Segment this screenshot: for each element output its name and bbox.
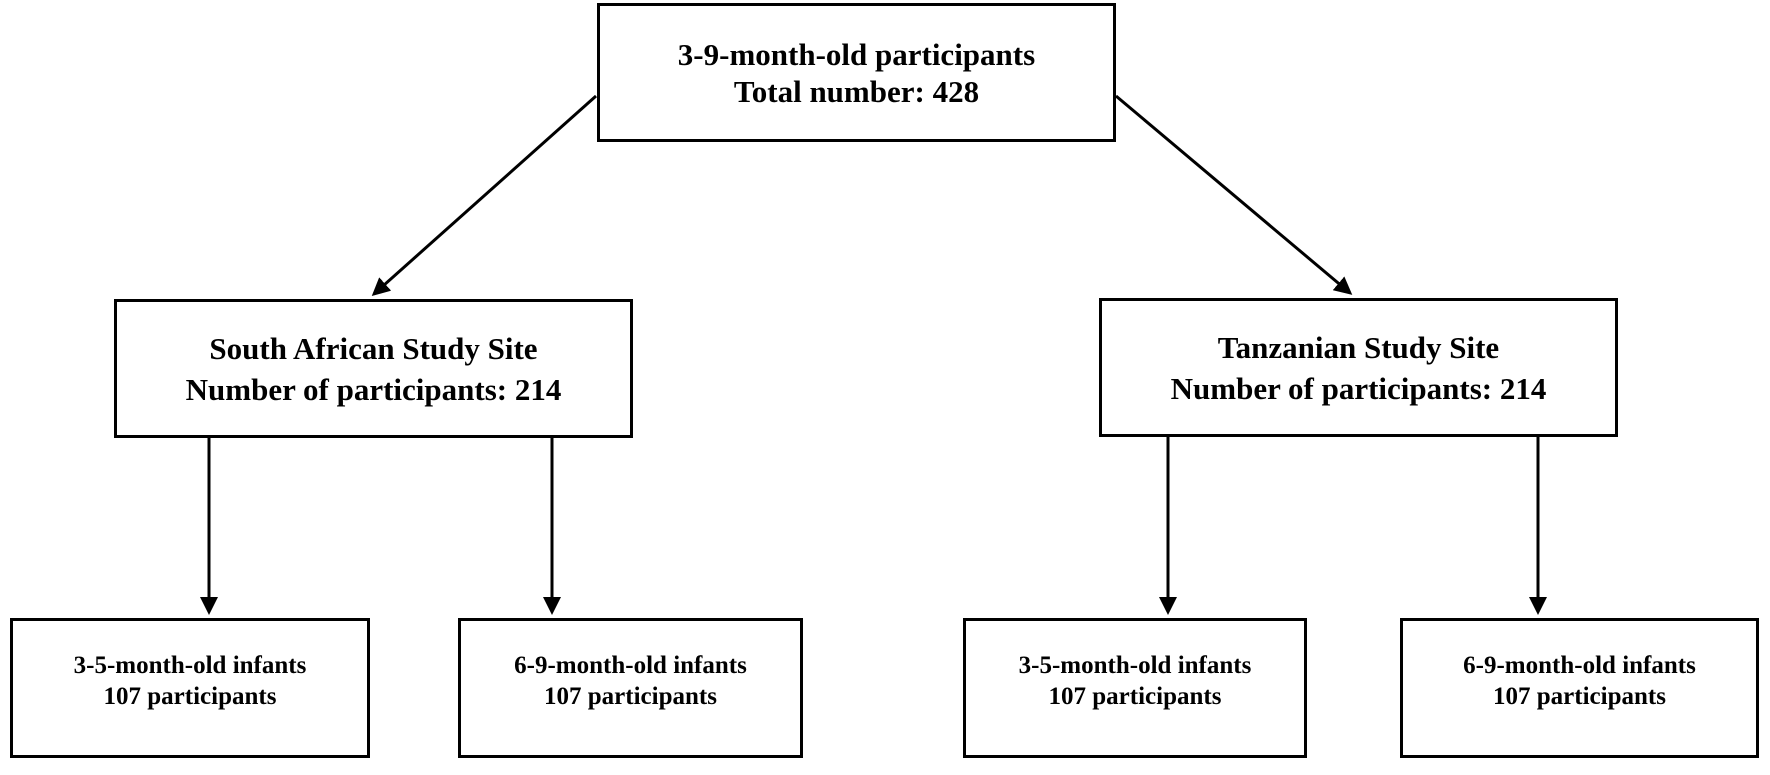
tanzanian-site-count: Number of participants: 214 [1170,370,1547,406]
tz-6-9-month-count: 107 participants [1493,683,1666,710]
root-total: Total number: 428 [733,73,980,109]
sa-3-5-month-label: 3-5-month-old infants [73,652,307,679]
sa-6-9-month-count: 107 participants [544,683,717,710]
south-african-site-title: South African Study Site [209,330,538,366]
root-box: 3-9-month-old participants Total number:… [597,3,1116,142]
tz-6-9-month-box: 6-9-month-old infants 107 participants [1400,618,1759,758]
root-title: 3-9-month-old participants [677,36,1036,72]
sa-3-5-month-count: 107 participants [103,683,277,710]
sa-6-9-month-label: 6-9-month-old infants [514,652,747,679]
tanzanian-site-box: Tanzanian Study Site Number of participa… [1099,298,1618,437]
south-african-site-box: South African Study Site Number of parti… [114,299,633,438]
tanzanian-site-title: Tanzanian Study Site [1217,329,1500,365]
sa-6-9-month-box: 6-9-month-old infants 107 participants [458,618,803,758]
arrow-root-to-south-africa [371,94,597,296]
sa-3-5-month-box: 3-5-month-old infants 107 participants [10,618,370,758]
tz-3-5-month-count: 107 participants [1048,683,1222,710]
south-african-site-count: Number of participants: 214 [185,371,562,407]
tz-3-5-month-label: 3-5-month-old infants [1018,652,1252,679]
tz-3-5-month-box: 3-5-month-old infants 107 participants [963,618,1307,758]
arrow-root-to-tanzania [1115,94,1353,295]
tz-6-9-month-label: 6-9-month-old infants [1463,652,1696,679]
